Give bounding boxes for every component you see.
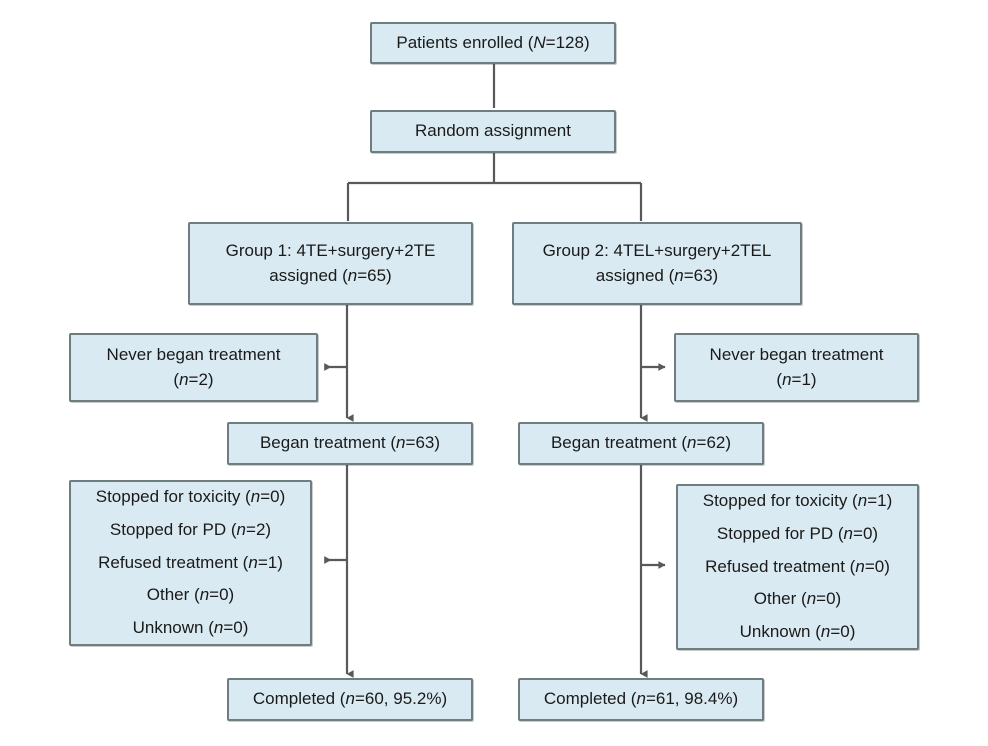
group-1-completed-line-1: Completed (n=60, 95.2%) <box>252 689 448 709</box>
group-2-never-began-line-2: (n=1) <box>776 369 817 389</box>
group-2-reason-line-1: Stopped for toxicity (n=1) <box>702 491 893 511</box>
random-assignment-line-1: Random assignment <box>415 121 571 141</box>
node-group-1-never-began-treatment: Never began treatment (n=2) <box>69 333 318 402</box>
group-1-reason-line-5: Unknown (n=0) <box>132 617 249 637</box>
group-1-assigned-line-1: Group 1: 4TE+surgery+2TE <box>225 240 436 260</box>
group-1-assigned-line-2: assigned (n=65) <box>269 265 392 285</box>
node-group-1-assigned: Group 1: 4TE+surgery+2TE assigned (n=65) <box>188 222 473 305</box>
node-patients-enrolled: Patients enrolled (N=128) <box>370 22 616 64</box>
group-2-assigned-line-1: Group 2: 4TEL+surgery+2TEL <box>542 240 772 260</box>
node-group-1-discontinuation-reasons: Stopped for toxicity (n=0) Stopped for P… <box>69 480 312 646</box>
group-1-never-began-line-2: (n=2) <box>173 369 214 389</box>
group-2-completed-line-1: Completed (n=61, 98.4%) <box>543 689 739 709</box>
group-2-reason-line-4: Other (n=0) <box>753 589 842 609</box>
node-group-2-assigned: Group 2: 4TEL+surgery+2TEL assigned (n=6… <box>512 222 802 305</box>
patients-enrolled-line-1: Patients enrolled (N=128) <box>396 32 590 52</box>
group-1-never-began-line-1: Never began treatment <box>106 344 281 364</box>
group-1-began-line-1: Began treatment (n=63) <box>259 433 441 453</box>
group-1-reason-line-2: Stopped for PD (n=2) <box>109 520 272 540</box>
group-2-reason-line-3: Refused treatment (n=0) <box>705 556 890 576</box>
group-1-reason-line-3: Refused treatment (n=1) <box>98 552 283 572</box>
group-2-reason-line-5: Unknown (n=0) <box>739 621 856 641</box>
node-group-2-completed: Completed (n=61, 98.4%) <box>518 678 764 721</box>
node-group-1-began-treatment: Began treatment (n=63) <box>227 422 473 465</box>
group-2-assigned-line-2: assigned (n=63) <box>595 265 719 285</box>
group-2-began-line-1: Began treatment (n=62) <box>550 433 732 453</box>
node-random-assignment: Random assignment <box>370 110 616 153</box>
node-group-2-never-began-treatment: Never began treatment (n=1) <box>674 333 919 402</box>
group-2-reason-line-2: Stopped for PD (n=0) <box>716 524 879 544</box>
node-group-2-discontinuation-reasons: Stopped for toxicity (n=1) Stopped for P… <box>676 484 919 650</box>
node-group-1-completed: Completed (n=60, 95.2%) <box>227 678 473 721</box>
group-2-never-began-line-1: Never began treatment <box>709 344 884 364</box>
group-1-reason-line-1: Stopped for toxicity (n=0) <box>95 487 286 507</box>
node-group-2-began-treatment: Began treatment (n=62) <box>518 422 764 465</box>
group-1-reason-line-4: Other (n=0) <box>146 585 235 605</box>
